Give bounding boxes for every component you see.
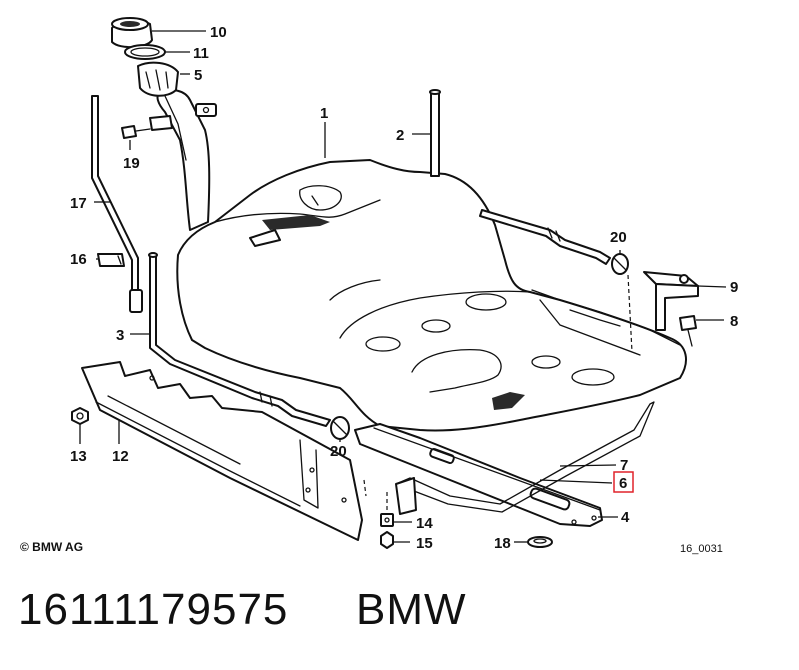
caption-bar: 16111179575 BMW <box>18 585 788 645</box>
grommet <box>527 536 553 548</box>
callout-2: 2 <box>396 127 404 144</box>
callout-4: 4 <box>621 509 630 526</box>
strap-rail-7 <box>395 477 417 515</box>
callout-7: 7 <box>620 457 628 474</box>
callout-17: 17 <box>70 195 87 212</box>
cable-clip <box>97 253 125 267</box>
callout-10: 10 <box>210 24 227 41</box>
hose-clip-left <box>330 416 350 440</box>
callout-14: 14 <box>416 515 433 532</box>
copyright-notice: © BMW AG <box>20 540 84 554</box>
fuel-tank <box>176 159 687 432</box>
callout-20-upper: 20 <box>610 229 627 246</box>
vent-rod <box>429 89 441 177</box>
callout-6: 6 <box>619 475 627 492</box>
callout-20-lower: 20 <box>330 443 347 460</box>
callout-13: 13 <box>70 448 87 465</box>
callout-8: 8 <box>730 313 738 330</box>
exploded-parts-diagram: 1 2 3 4 5 6 7 8 9 10 11 12 13 14 15 16 1… <box>70 17 738 552</box>
fuel-hose <box>148 252 331 427</box>
figure-id: 16_0031 <box>680 543 723 555</box>
brand-name: BMW <box>356 585 467 634</box>
hose-clip-right <box>611 253 629 275</box>
callout-19: 19 <box>123 155 140 172</box>
breather-line <box>91 95 143 313</box>
filler-neck <box>111 17 217 231</box>
callout-5: 5 <box>194 67 202 84</box>
highlight-box <box>613 471 634 493</box>
hex-nut <box>71 407 89 425</box>
strap-rail-6 <box>395 401 655 513</box>
heat-shield <box>81 361 363 541</box>
leader-lines <box>79 30 727 543</box>
callout-11: 11 <box>193 45 209 62</box>
mounting-bolt <box>679 315 697 347</box>
callout-1: 1 <box>320 105 328 122</box>
return-pipe <box>479 209 611 265</box>
clip-nut <box>380 513 394 527</box>
callout-15: 15 <box>416 535 433 552</box>
screw <box>380 531 394 549</box>
tank-strap <box>354 423 603 527</box>
callout-12: 12 <box>112 448 129 465</box>
callout-9: 9 <box>730 279 738 296</box>
callout-16: 16 <box>70 251 87 268</box>
callout-18: 18 <box>494 535 511 552</box>
part-number: 16111179575 <box>18 585 289 634</box>
callout-3: 3 <box>116 327 124 344</box>
